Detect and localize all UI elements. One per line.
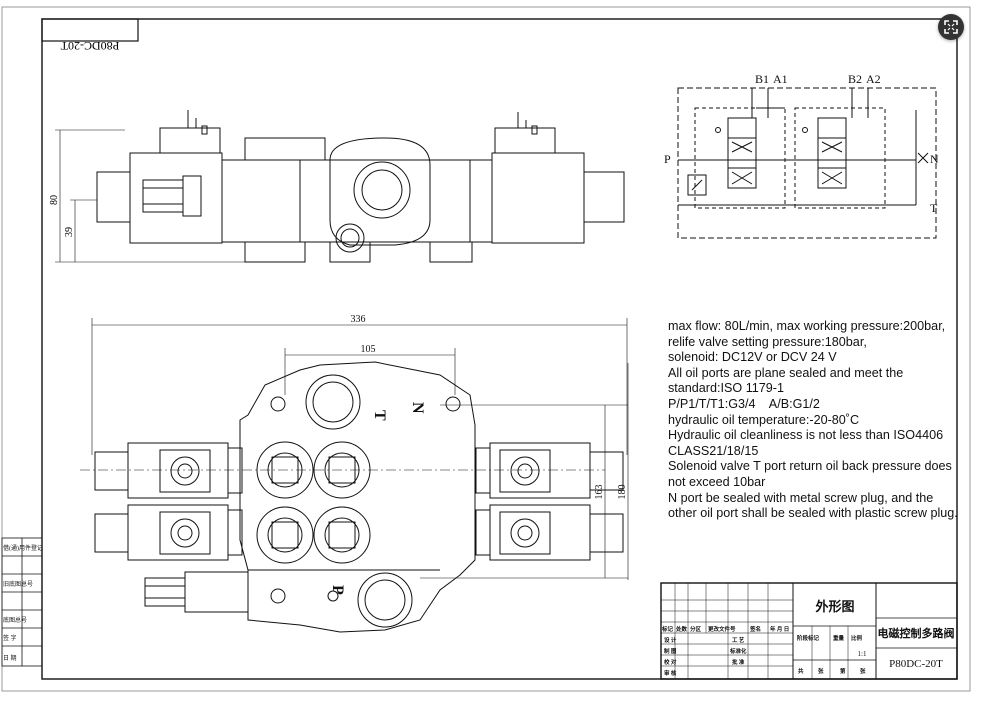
outer-frame: [1, 6, 971, 692]
spec-line: Hydraulic oil cleanliness is not less th…: [668, 428, 947, 458]
schematic-p: P: [664, 152, 671, 166]
side-strip-1: 旧底图总号: [3, 580, 33, 588]
tb-mid-2: 批 准: [732, 658, 745, 666]
tb-stage-2: 比例: [851, 634, 863, 642]
spec-line: N port be sealed with metal screw plug, …: [668, 490, 958, 521]
dim-overall-height: 180: [617, 485, 628, 500]
side-strip: [1, 537, 43, 667]
title-drawing-number: P80DC-20T: [889, 658, 943, 670]
hydraulic-schematic: [677, 87, 937, 239]
schematic-b1: B1: [755, 72, 769, 86]
side-view: [55, 110, 625, 263]
schematic-t: T: [930, 201, 938, 215]
spec-line: hydraulic oil temperature:-20-80˚C: [668, 412, 860, 427]
tb-row-0: 标记: [661, 625, 674, 633]
tb-stage-0: 阶段标记: [797, 634, 820, 642]
tb-row-3: 更改文件号: [708, 625, 736, 633]
tb-sheet-3: 张: [860, 667, 866, 675]
spec-line: P/P1/T/T1:G3/4 A/B:G1/2: [668, 396, 820, 411]
title-view: 外形图: [814, 599, 854, 614]
tb-left-1: 制 图: [664, 647, 677, 655]
dim-overall-width: 336: [351, 314, 366, 325]
plan-view: [80, 318, 629, 633]
dim-body-height: 163: [594, 485, 605, 500]
title-scale: 1:1: [858, 650, 867, 658]
schematic-a1: A1: [773, 72, 788, 86]
tb-row-5: 年 月 日: [770, 625, 789, 633]
side-strip-0: 借(通)用件登记: [3, 544, 43, 552]
inner-frame: [41, 18, 958, 680]
port-mark-n: N: [409, 402, 426, 414]
tb-mid-1: 标准化: [729, 647, 747, 655]
model-tag-text: P80DC-20T: [60, 39, 119, 53]
spec-line: Solenoid valve T port return oil back pr…: [668, 459, 956, 489]
expand-icon: [944, 20, 958, 34]
model-tag: P80DC-20T: [41, 18, 139, 53]
expand-button[interactable]: [938, 14, 964, 40]
side-strip-4: 日 期: [3, 654, 17, 662]
spec-line: relife valve setting pressure:180bar,: [668, 334, 867, 349]
tb-left-3: 审 核: [664, 669, 677, 677]
dim-side-height-lower: 39: [64, 227, 75, 237]
port-mark-t: T: [371, 410, 388, 421]
tb-row-1: 处数: [675, 625, 688, 633]
port-mark-p: P: [329, 585, 346, 595]
title-block: [660, 582, 958, 680]
tb-sheet-1: 张: [818, 667, 824, 675]
schematic-n: N: [930, 152, 939, 166]
spec-line: solenoid: DC12V or DCV 24 V: [668, 350, 837, 365]
specifications-text: max flow: 80L/min, max working pressure:…: [668, 319, 958, 522]
side-strip-3: 签 字: [3, 634, 17, 642]
dim-body-width: 105: [361, 344, 376, 355]
dim-side-height-total: 80: [49, 195, 60, 205]
spec-line: max flow: 80L/min, max working pressure:…: [668, 319, 946, 333]
tb-sheet-0: 共: [798, 667, 804, 675]
tb-row-4: 签名: [749, 625, 761, 633]
schematic-a2: A2: [866, 72, 881, 86]
spec-line: All oil ports are plane sealed and meet …: [668, 365, 907, 396]
tb-row-2: 分区: [690, 625, 702, 633]
title-product-name: 电磁控制多路阀: [878, 626, 955, 640]
tb-left-2: 校 对: [664, 658, 677, 666]
tb-stage-1: 重量: [833, 634, 845, 642]
schematic-b2: B2: [848, 72, 862, 86]
tb-mid-0: 工 艺: [732, 636, 745, 644]
tb-left-0: 设 计: [664, 636, 677, 644]
tb-sheet-2: 第: [840, 667, 846, 675]
side-strip-2: 底图总号: [3, 616, 27, 624]
